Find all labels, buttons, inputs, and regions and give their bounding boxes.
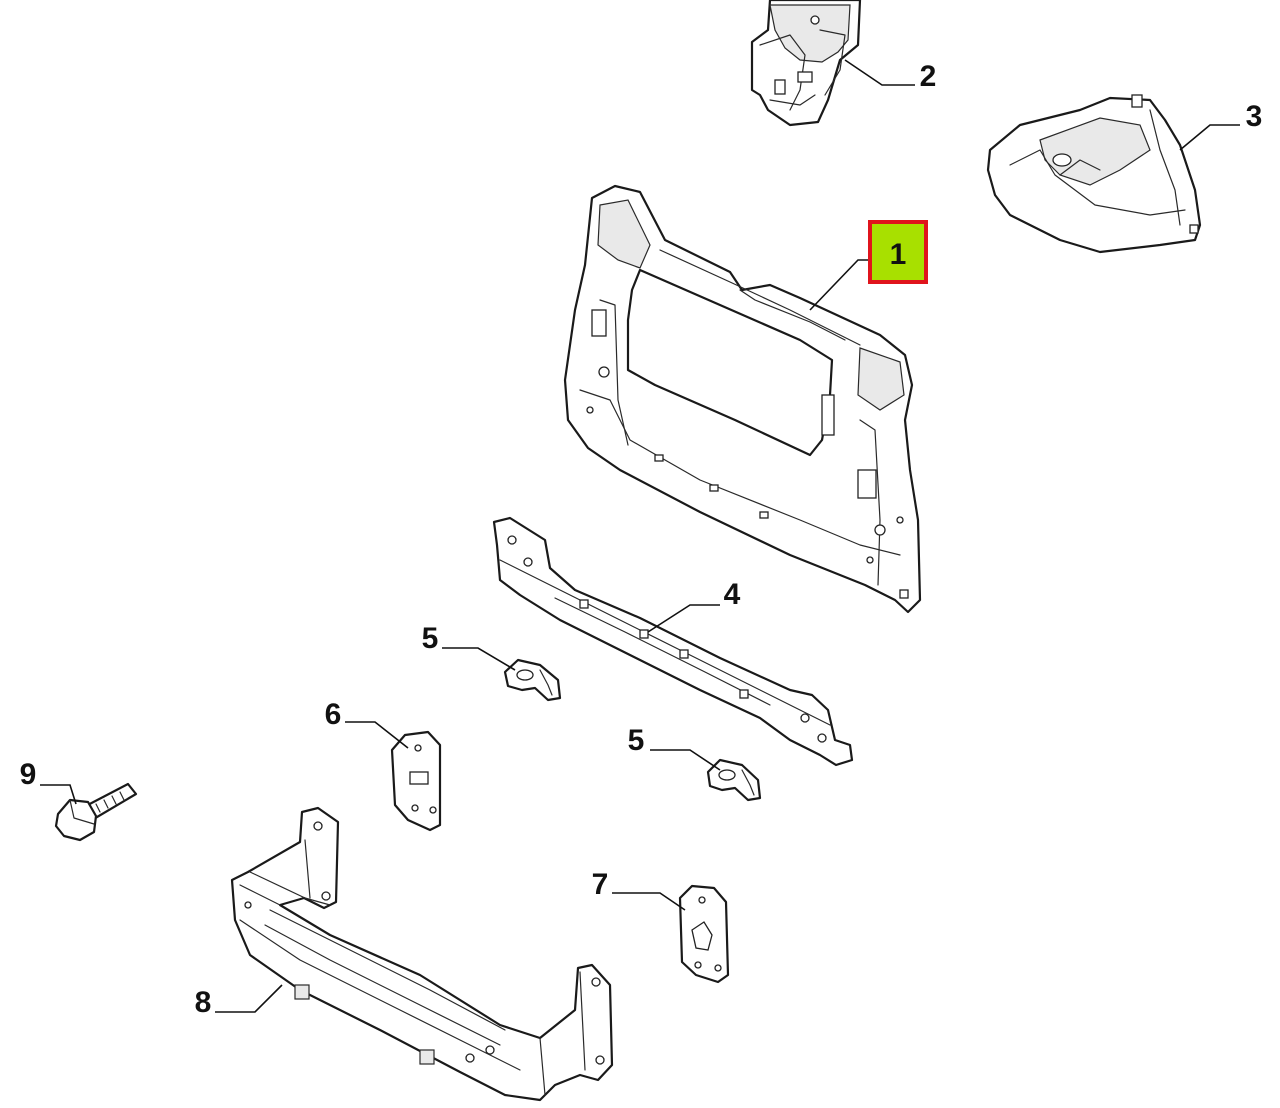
- leader-5b: [650, 749, 721, 771]
- leader-4: [647, 604, 720, 633]
- part-2-upper-bracket[interactable]: [750, 0, 862, 127]
- part-8-bumper-crossbeam[interactable]: [230, 806, 614, 1102]
- leader-3: [1179, 124, 1240, 151]
- part-5b-clip[interactable]: [706, 758, 762, 802]
- callout-7: 7: [592, 868, 609, 901]
- leader-9: [40, 784, 77, 805]
- callout-3: 3: [1246, 100, 1263, 133]
- leader-lines: [40, 59, 1240, 1013]
- part-3-side-housing[interactable]: [986, 94, 1202, 254]
- callout-1: 1: [890, 238, 907, 271]
- callout-9: 9: [20, 758, 37, 791]
- leader-7: [612, 892, 686, 911]
- callout-5a: 5: [422, 622, 439, 655]
- part-4-lower-cross-member[interactable]: [492, 516, 854, 767]
- leader-5a: [442, 647, 516, 671]
- part-6-reinforcement-plate[interactable]: [390, 730, 442, 832]
- part-7-reinforcement-plate[interactable]: [678, 884, 730, 984]
- callout-2: 2: [920, 60, 937, 93]
- callout-8: 8: [195, 986, 212, 1019]
- callout-5b: 5: [628, 724, 645, 757]
- part-1-radiator-support-frame[interactable]: [563, 184, 922, 614]
- leader-6: [345, 721, 409, 749]
- part-5a-clip[interactable]: [503, 658, 562, 702]
- part-9-bolt[interactable]: [54, 782, 138, 842]
- callout-6: 6: [325, 698, 342, 731]
- callout-4: 4: [724, 578, 741, 611]
- leader-2: [844, 59, 915, 86]
- highlighted-callout-box: [868, 220, 928, 284]
- callout-labels: 1 2 3 4 5 5 6 7 8 9: [20, 60, 1263, 1019]
- leader-8: [215, 984, 283, 1013]
- leader-1: [809, 259, 870, 311]
